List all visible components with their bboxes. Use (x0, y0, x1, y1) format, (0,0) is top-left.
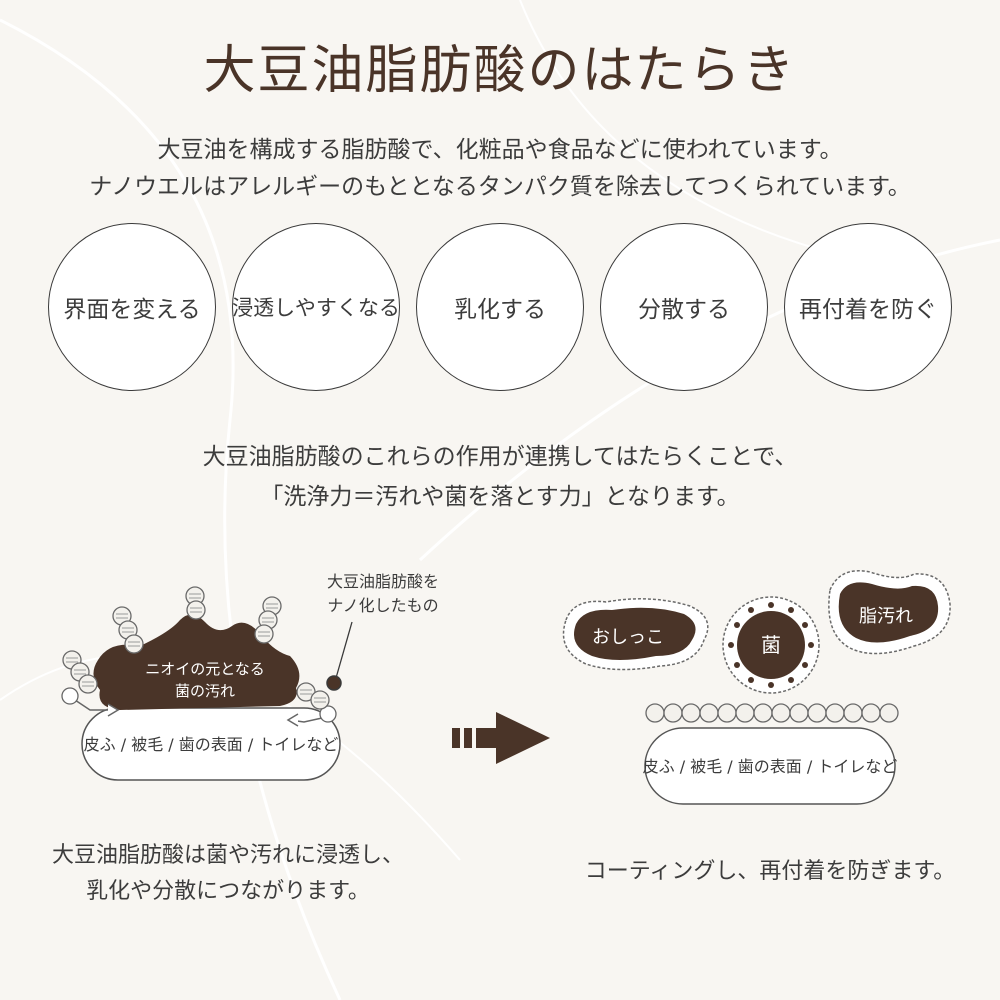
function-label: 分散する (638, 297, 730, 323)
dirt-label-line-1: ニオイの元となる (145, 660, 265, 678)
function-circle-emulsify: 乳化する (416, 223, 584, 391)
dirt-label-line-2: 菌の汚れ (175, 682, 235, 700)
right-surface-label: 皮ふ / 被毛 / 歯の表面 / トイレなど (643, 757, 898, 776)
function-circle-interface: 界面を変える (48, 223, 216, 391)
function-circles: 界面を変える 浸透しやすくなる 乳化する 分散する 再付着を防ぐ (48, 223, 952, 393)
middle-line-1: 大豆油脂肪酸のこれらの作用が連携してはたらくことで、 (202, 444, 798, 470)
coating-beads (645, 703, 899, 723)
intro-line-1: 大豆油を構成する脂肪酸で、化粧品や食品などに使われています。 (157, 137, 843, 163)
left-caption: 大豆油脂肪酸は菌や汚れに浸透し、 乳化や分散につながります。 (28, 838, 428, 910)
left-arrow (71, 697, 116, 711)
transition-arrow (452, 712, 550, 764)
function-label: 界面を変える (63, 297, 201, 323)
nano-label-line-2: ナノ化したもの (327, 596, 438, 615)
intro-line-2: ナノウエルはアレルギーのもととなるタンパク質を除去してつくられています。 (89, 174, 911, 200)
left-caption-line-1: 大豆油脂肪酸は菌や汚れに浸透し、 (51, 843, 404, 868)
nano-label-line-1: 大豆油脂肪酸を (327, 572, 439, 591)
nano-pointer-dot (326, 675, 342, 691)
left-caption-line-2: 乳化や分散につながります。 (86, 879, 370, 904)
grease-blob (838, 582, 939, 643)
germ-label: 菌 (761, 633, 781, 657)
page-title: 大豆油脂肪酸のはたらき (203, 41, 797, 101)
right-diagram: 皮ふ / 被毛 / 歯の表面 / トイレなど おしっこ 菌 脂汚れ (562, 570, 951, 805)
function-circle-prevent-redeposit: 再付着を防ぐ (784, 223, 952, 391)
germ-blob (737, 611, 805, 679)
right-caption: コーティングし、再付着を防ぎます。 (584, 859, 956, 884)
nano-pointer-line (335, 621, 353, 679)
germ-dots (728, 602, 814, 688)
grease-label: 脂汚れ (859, 606, 913, 627)
function-label: 乳化する (454, 297, 546, 323)
right-surface (644, 727, 896, 805)
function-circle-penetrate: 浸透しやすくなる (232, 223, 400, 391)
middle-text: 大豆油脂肪酸のこれらの作用が連携してはたらくことで、 「洗浄力＝汚れや菌を落とす… (0, 437, 1000, 517)
function-label: 浸透しやすくなる (232, 296, 400, 320)
left-diagram: 皮ふ / 被毛 / 歯の表面 / トイレなど ニオイの元となる 菌の汚れ (61, 572, 439, 781)
intro-text: 大豆油を構成する脂肪酸で、化粧品や食品などに使われています。 ナノウエルはアレル… (0, 132, 1000, 206)
dirt-blob (93, 614, 300, 710)
function-label: 再付着を防ぐ (799, 297, 937, 323)
urine-blob (574, 607, 696, 660)
function-circle-disperse: 分散する (600, 223, 768, 391)
left-surface-label: 皮ふ / 被毛 / 歯の表面 / トイレなど (84, 735, 339, 754)
left-surface (81, 707, 341, 781)
cleaning-diagram: 皮ふ / 被毛 / 歯の表面 / トイレなど ニオイの元となる 菌の汚れ (61, 570, 951, 805)
middle-line-2: 「洗浄力＝汚れや菌を落とす力」となります。 (260, 484, 740, 510)
urine-label: おしっこ (592, 627, 664, 648)
